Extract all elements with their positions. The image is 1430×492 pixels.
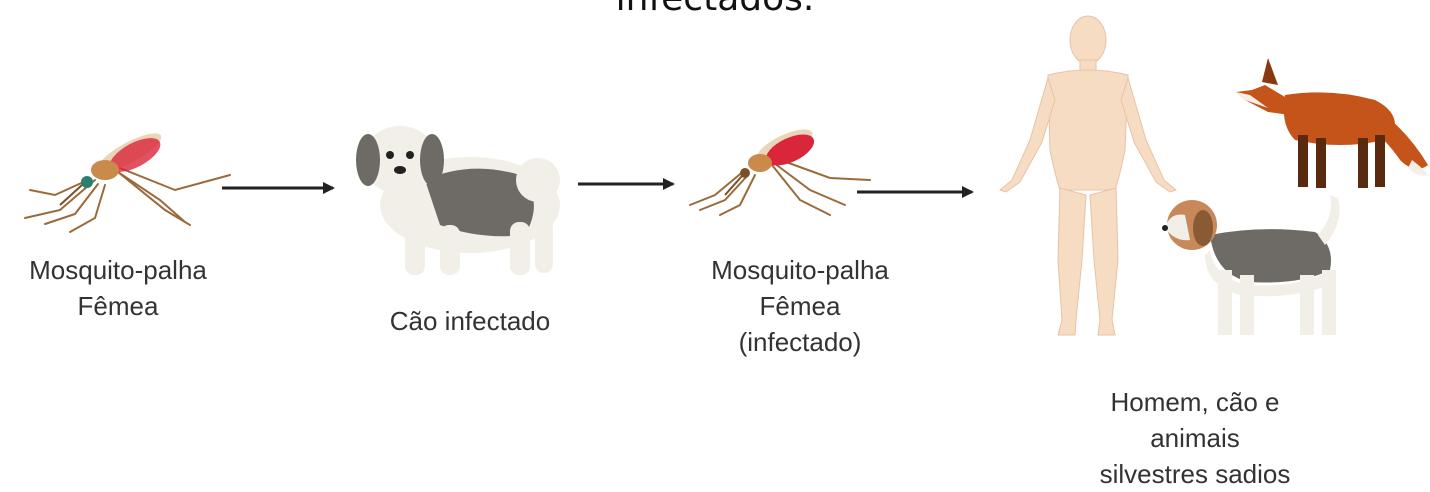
- human-icon: [1000, 16, 1176, 335]
- label-line: Fêmea: [0, 288, 236, 324]
- label-line: Mosquito-palha: [0, 252, 236, 288]
- beagle-icon: [1162, 195, 1340, 335]
- label-line: Fêmea: [680, 288, 920, 324]
- label-line: Cão infectado: [350, 303, 590, 339]
- label-healthy-hosts: Homem, cão e animais silvestres sadios: [1060, 384, 1330, 492]
- mosquito-fed-icon: [690, 123, 870, 215]
- label-line: animais: [1060, 420, 1330, 456]
- label-line: Mosquito-palha: [680, 252, 920, 288]
- label-mosquito-female: Mosquito-palha Fêmea: [0, 252, 236, 324]
- label-infected-dog: Cão infectado: [350, 303, 590, 339]
- fox-icon: [1236, 58, 1428, 188]
- mosquito-icon: [25, 127, 230, 232]
- dog-icon: [356, 126, 560, 275]
- label-line: Homem, cão e: [1060, 384, 1330, 420]
- label-line: (infectado): [680, 324, 920, 360]
- label-infected-mosquito: Mosquito-palha Fêmea (infectado): [680, 252, 920, 360]
